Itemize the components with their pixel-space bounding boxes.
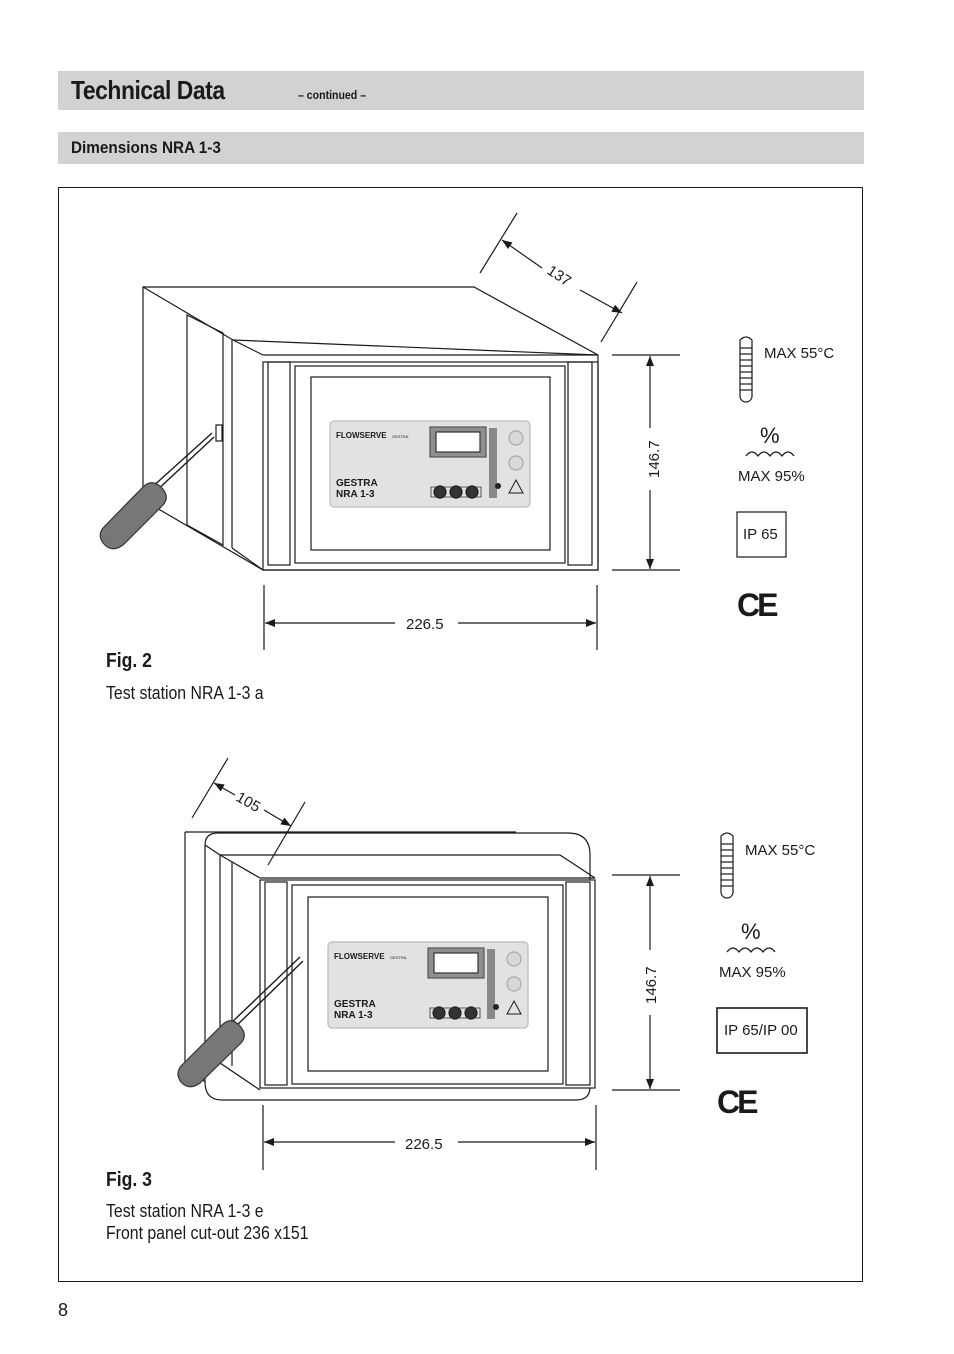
fig3-caption-line2: Front panel cut-out 236 x151	[106, 1223, 309, 1243]
fig3-ip-box	[716, 1007, 808, 1054]
humidity-wave-icon	[745, 451, 795, 457]
thermometer-icon	[739, 336, 753, 403]
fig2-model-line1: GESTRA	[336, 478, 378, 489]
title-bar: Technical Data – continued –	[58, 71, 864, 110]
thermometer-icon	[720, 832, 734, 899]
fig2-ip: IP 65	[743, 526, 778, 543]
fig3-model-line1: GESTRA	[334, 999, 376, 1010]
fig3-humidity: MAX 95%	[719, 964, 786, 981]
figure-frame	[58, 187, 863, 1282]
fig2-device	[99, 286, 599, 571]
fig2-humidity-symbol: %	[760, 423, 780, 448]
fig3-dim-height: 146.7	[643, 966, 660, 1004]
title-continued: – continued –	[298, 88, 367, 102]
fig3-brand-small: GESTRA	[390, 955, 407, 960]
section-bar: Dimensions NRA 1-3	[58, 132, 864, 164]
fig2-dim-height: 146.7	[646, 440, 663, 478]
fig3-caption-line1: Test station NRA 1-3 e	[106, 1201, 264, 1221]
fig2-dim-width: 226.5	[406, 616, 444, 633]
fig2-humidity: MAX 95%	[738, 468, 805, 485]
humidity-wave-icon	[726, 947, 776, 953]
fig2-model-line2: NRA 1-3	[336, 489, 375, 500]
fig3-ip: IP 65/IP 00	[724, 1022, 798, 1039]
page-number: 8	[58, 1300, 69, 1320]
fig2-ce-mark: CE	[737, 587, 778, 623]
fig2-temp: MAX 55°C	[764, 345, 834, 362]
fig2-dim-depth: 137	[544, 262, 574, 290]
fig3-model-line2: NRA 1-3	[334, 1010, 373, 1021]
fig3-title: Fig. 3	[106, 1169, 152, 1191]
fig3-dim-depth: 105	[233, 789, 263, 816]
section-title: Dimensions NRA 1-3	[71, 138, 221, 157]
fig2-brand: FLOWSERVE	[336, 431, 387, 440]
fig2-caption: Test station NRA 1-3 a	[106, 683, 264, 703]
fig3-dimensions	[191, 757, 680, 1170]
fig2-brand-small: GESTRA	[392, 434, 409, 439]
fig2-dimensions	[263, 212, 680, 650]
fig3-device	[177, 831, 596, 1101]
page-title: Technical Data	[71, 75, 225, 105]
fig2-title: Fig. 2	[106, 650, 152, 672]
fig3-humidity-symbol: %	[741, 919, 761, 944]
fig3-temp: MAX 55°C	[745, 842, 815, 859]
fig3-ce-mark: CE	[717, 1084, 758, 1120]
fig3-brand: FLOWSERVE	[334, 952, 385, 961]
fig2-ip-box	[736, 511, 787, 558]
fig3-dim-width: 226.5	[405, 1136, 443, 1153]
